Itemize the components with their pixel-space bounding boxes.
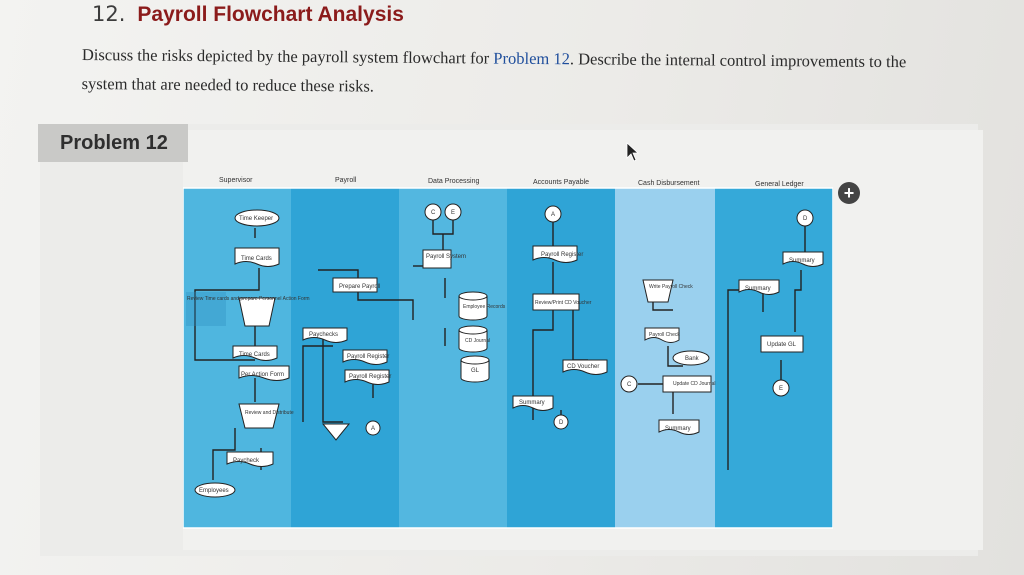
label-payroll-check: Payroll Check (649, 332, 680, 338)
process-prepare-payroll (332, 277, 378, 293)
label-time-keeper: Time Keeper (239, 216, 273, 222)
doc-payroll-register (342, 349, 388, 365)
disk-employee-records (458, 291, 488, 301)
label-connector-a-in: A (551, 212, 555, 218)
label-update-gl: Update GL (767, 342, 797, 348)
file-triangle (321, 423, 351, 441)
label-connector-e-out: E (779, 386, 783, 392)
label-payroll-register-ap: Payroll Register (541, 252, 583, 258)
process-update-cd (662, 375, 712, 393)
process-update-gl (760, 335, 804, 353)
col-supervisor: Supervisor (219, 177, 253, 184)
connector-e-out (772, 379, 790, 397)
connector-c-out (620, 375, 638, 393)
label-review-print: Review/Print CD Voucher (535, 300, 592, 306)
label-summary-cd: Summary (665, 426, 691, 432)
question-title: 12. Payroll Flowchart Analysis (92, 2, 404, 27)
disk-cd-journal (458, 325, 488, 335)
label-write-check: Write Payroll Check (649, 284, 693, 290)
label-summary-ap: Summary (519, 400, 545, 406)
connector-a-out (365, 420, 381, 436)
process-review-print (532, 293, 580, 311)
question-body: Discuss the risks depicted by the payrol… (81, 40, 941, 106)
lane-general-ledger (715, 188, 833, 528)
connector-d-out (553, 414, 569, 430)
label-pa-form: Per Action Form (241, 372, 284, 378)
doc-summary-ap (512, 395, 554, 411)
doc-paycheck (226, 451, 274, 467)
doc-summary-gl2 (782, 251, 824, 267)
doc-paychecks (302, 327, 348, 343)
label-time-cards-2: Time Cards (239, 352, 270, 358)
terminator-bank (672, 350, 710, 366)
problem-link[interactable]: Problem 12 (493, 48, 570, 69)
connector-c-in (424, 203, 442, 221)
label-cd-journal: CD Journal (465, 338, 490, 344)
label-review-ops: Review Time cards and prepare Personnel … (187, 296, 310, 302)
label-connector-a-out: A (371, 426, 375, 432)
label-payroll-register: Payroll Register (347, 354, 389, 360)
label-gl: GL (471, 368, 480, 374)
process-payroll-system (422, 249, 452, 269)
doc-time-cards-2 (232, 345, 278, 361)
doc-pa-form (238, 365, 290, 381)
doc-cd-voucher (562, 359, 608, 375)
connector-a-in (544, 205, 562, 223)
terminator-time-keeper (234, 209, 280, 227)
plus-icon[interactable]: + (838, 182, 860, 204)
label-cd-voucher: CD Voucher (567, 364, 599, 370)
lane-accounts-payable (507, 188, 615, 528)
doc-payroll-check (644, 327, 680, 343)
question-number: 12. (92, 2, 126, 26)
manual-op-review (238, 297, 276, 327)
col-data-processing: Data Processing (428, 178, 479, 185)
label-paychecks: Paychecks (309, 332, 338, 338)
col-payroll: Payroll (335, 177, 357, 184)
question-text-start: Discuss the risks depicted by the payrol… (81, 44, 494, 68)
connector-e-in (444, 203, 462, 221)
doc-summary-cd (658, 419, 700, 435)
label-update-cd: Update CD Journal (673, 381, 716, 387)
label-connector-d-in: D (803, 216, 808, 222)
manual-op-distribute (238, 403, 280, 429)
label-payroll-register-2: Payroll Register (349, 374, 391, 380)
doc-payroll-register-2 (344, 369, 390, 385)
disk-gl (460, 355, 490, 365)
col-accounts-payable: Accounts Payable (533, 179, 589, 186)
label-connector-c-out: C (627, 382, 632, 388)
label-connector-c-in: C (431, 210, 436, 216)
label-connector-e-in: E (451, 210, 455, 216)
label-employees: Employees (199, 488, 229, 494)
payroll-flowchart: Supervisor Payroll Data Processing Accou… (183, 177, 833, 529)
terminator-employees (194, 482, 236, 498)
doc-time-cards (234, 247, 280, 267)
question-heading: Payroll Flowchart Analysis (137, 3, 404, 26)
connector-d-in (796, 209, 814, 227)
label-time-cards: Time Cards (241, 256, 272, 262)
label-paycheck: Paycheck (233, 458, 260, 464)
doc-payroll-register-ap (532, 245, 578, 263)
label-review-distribute: Review and Distribute (245, 410, 294, 416)
label-connector-d-out: D (559, 420, 564, 426)
label-summary-gl1: Summary (745, 286, 771, 292)
col-cash-disbursement: Cash Disbursement (638, 180, 700, 187)
label-payroll-system: Payroll System (426, 254, 466, 260)
lane-data-processing (399, 188, 507, 528)
label-employee-records: Employee Records (463, 304, 506, 310)
label-bank: Bank (685, 356, 700, 362)
mouse-cursor-icon (626, 142, 640, 162)
problem-label: Problem 12 (38, 124, 188, 162)
manual-op-write-check (642, 279, 674, 303)
label-prepare-payroll: Prepare Payroll (339, 284, 380, 290)
doc-summary-gl1 (738, 279, 780, 295)
label-summary-gl2: Summary (789, 258, 815, 264)
col-general-ledger: General Ledger (755, 181, 804, 188)
